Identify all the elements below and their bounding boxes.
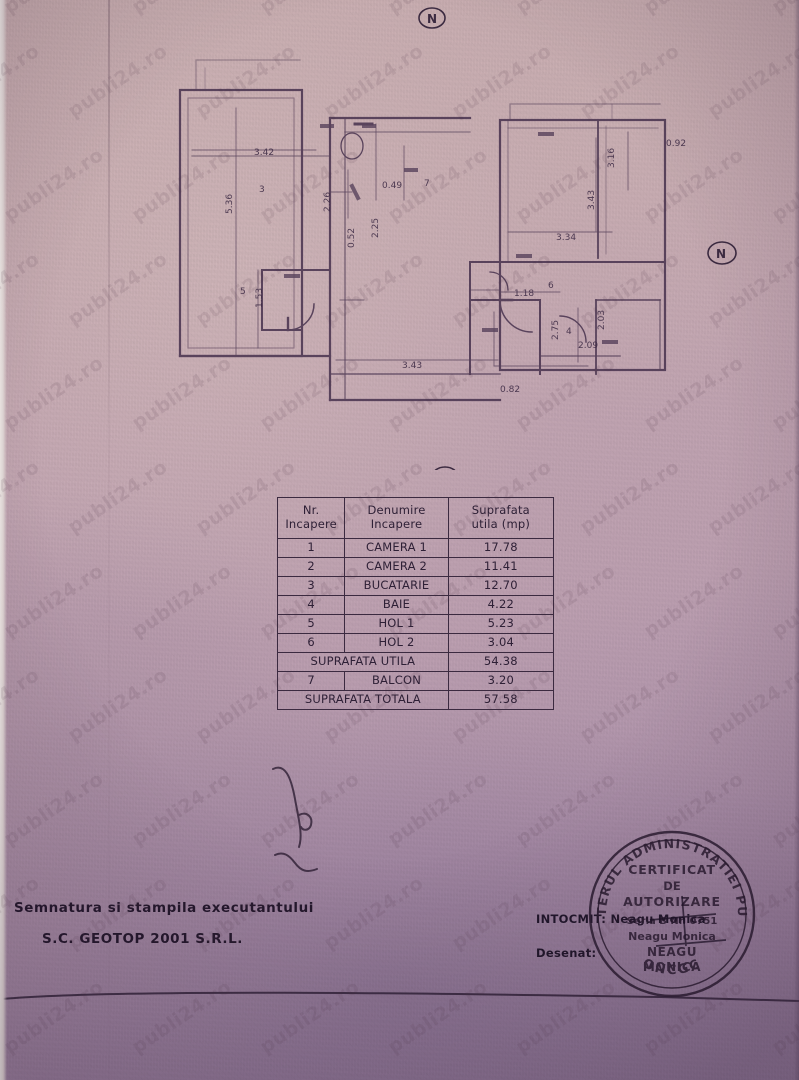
signature-company-name: S.C. GEOTOP 2001 S.R.L.	[42, 931, 243, 947]
svg-text:4: 4	[566, 327, 572, 337]
svg-text:2.25: 2.25	[371, 218, 381, 238]
page-right-edge	[794, 0, 799, 1080]
watermark-text: publi24.ro	[64, 663, 172, 747]
table-header-row: Nr. Incapere Denumire Incapere Suprafata…	[276, 497, 555, 539]
row-name: CAMERA 1	[344, 538, 449, 558]
svg-text:N: N	[716, 247, 726, 261]
svg-text:2.03: 2.03	[597, 310, 607, 330]
watermark-text: publi24.ro	[0, 767, 108, 851]
row-name: BUCATARIE	[344, 576, 449, 596]
svg-text:3.42: 3.42	[254, 148, 274, 158]
bottom-border-line	[1, 991, 799, 1002]
total-value: 57.58	[447, 690, 555, 710]
row-name: HOL 2	[344, 633, 449, 653]
table-row: 1 CAMERA 1 17.78	[276, 538, 555, 558]
stamp-line-certificat: CERTIFICAT	[628, 862, 716, 877]
page-fold-crease	[108, 0, 110, 1080]
svg-text:N: N	[427, 12, 437, 26]
svg-text:3.16: 3.16	[607, 148, 617, 168]
svg-text:0.52: 0.52	[347, 228, 357, 248]
row-nr: 1	[276, 538, 346, 558]
stamp-line-seria: Seria B Nr. 0751	[627, 916, 718, 927]
svg-text:2.26: 2.26	[323, 192, 333, 212]
stamp-line-de: DE	[663, 879, 681, 893]
handwritten-signature-scrawl	[272, 766, 318, 872]
header-suprafata-line1: Suprafata	[471, 503, 530, 518]
header-denumire-incapere: Denumire Incapere	[344, 497, 449, 539]
balcony-row: 7 BALCON 3.20	[276, 671, 555, 691]
watermark-text: publi24.ro	[0, 559, 108, 643]
row-name: BAIE	[344, 595, 449, 615]
table-row: 2 CAMERA 2 11.41	[276, 557, 555, 577]
balcony-area: 3.20	[447, 671, 555, 691]
watermark-text: publi24.ro	[704, 663, 799, 747]
svg-text:3.43: 3.43	[402, 361, 422, 371]
header-suprafata-utila: Suprafata utila (mp)	[447, 497, 555, 539]
watermark-text: publi24.ro	[320, 871, 428, 955]
official-round-stamp: MINISTERUL ADMINISTRATIEI PUBLICE ONCGC …	[586, 828, 756, 998]
balcony-name: BALCON	[344, 671, 449, 691]
row-nr: 4	[276, 595, 346, 615]
watermark-text: publi24.ro	[384, 767, 492, 851]
intocmit-line: INTOCMIT: Neagu Monica	[536, 912, 706, 926]
subtotal-label: SUPRAFATA UTILA	[277, 652, 449, 672]
total-label: SUPRAFATA TOTALA	[277, 690, 449, 710]
svg-text:0.49: 0.49	[382, 181, 402, 191]
svg-text:6: 6	[548, 281, 554, 291]
stamp-line-autorizare: AUTORIZARE	[623, 894, 721, 909]
svg-text:2.09: 2.09	[578, 341, 598, 351]
row-nr: 3	[276, 576, 346, 596]
row-name: HOL 1	[344, 614, 449, 634]
table-row: 5 HOL 1 5.23	[276, 614, 555, 634]
svg-text:3.43: 3.43	[587, 190, 597, 210]
svg-text:3.34: 3.34	[556, 233, 576, 243]
svg-text:0.82: 0.82	[500, 385, 520, 395]
svg-text:3: 3	[259, 185, 265, 195]
stamp-name-last: MONICA	[643, 960, 701, 974]
watermark-text: publi24.ro	[640, 559, 748, 643]
balcony-nr: 7	[276, 671, 346, 691]
floor-plan-drawing: 3.42 3 5.36 5 1.53 0.52 2.26 2.25 0.49 3…	[178, 7, 737, 470]
table-row: 3 BUCATARIE 12.70	[276, 576, 555, 596]
table-row: 4 BAIE 4.22	[276, 595, 555, 615]
row-area: 12.70	[447, 576, 555, 596]
row-nr: 6	[276, 633, 346, 653]
header-suprafata-line2: utila (mp)	[471, 517, 531, 531]
row-area: 3.04	[447, 633, 555, 653]
header-denumire-line1: Denumire	[367, 503, 426, 518]
signature-label-line1: Semnatura si stampila executantului	[14, 900, 314, 916]
row-area: 17.78	[447, 538, 555, 558]
row-area: 5.23	[447, 614, 555, 634]
header-nr-line1: Nr.	[302, 503, 320, 518]
room-schedule-table: Nr. Incapere Denumire Incapere Suprafata…	[276, 497, 555, 710]
desenat-line: Desenat:	[536, 946, 597, 960]
header-nr-line2: Incapere	[285, 517, 337, 531]
row-area: 4.22	[447, 595, 555, 615]
watermark-text: publi24.ro	[128, 559, 236, 643]
stamp-bottom-text: ONCGC	[640, 956, 701, 978]
header-denumire-line2: Incapere	[370, 517, 423, 531]
svg-text:5.36: 5.36	[225, 194, 235, 214]
total-row: SUPRAFATA TOTALA 57.58	[277, 690, 555, 710]
svg-text:1.18: 1.18	[514, 289, 534, 299]
subtotal-row: SUPRAFATA UTILA 54.38	[277, 652, 555, 672]
header-nr-incapere: Nr. Incapere	[276, 497, 346, 539]
svg-text:ONCGC: ONCGC	[640, 956, 703, 978]
svg-text:0.92: 0.92	[666, 139, 686, 149]
page-left-edge	[0, 0, 7, 1080]
svg-text:7: 7	[424, 179, 430, 189]
row-nr: 5	[276, 614, 346, 634]
table-row: 6 HOL 2 3.04	[276, 633, 555, 653]
watermark-text: publi24.ro	[576, 663, 684, 747]
row-name: CAMERA 2	[344, 557, 449, 577]
watermark-text: publi24.ro	[128, 767, 236, 851]
row-nr: 2	[276, 557, 346, 577]
subtotal-value: 54.38	[447, 652, 555, 672]
svg-text:1.53: 1.53	[255, 288, 265, 308]
svg-text:5: 5	[240, 287, 246, 297]
stamp-line-name: Neagu Monica	[628, 930, 716, 943]
stamp-name-first: NEAGU	[647, 945, 697, 959]
svg-text:2.75: 2.75	[551, 320, 561, 340]
row-area: 11.41	[447, 557, 555, 577]
